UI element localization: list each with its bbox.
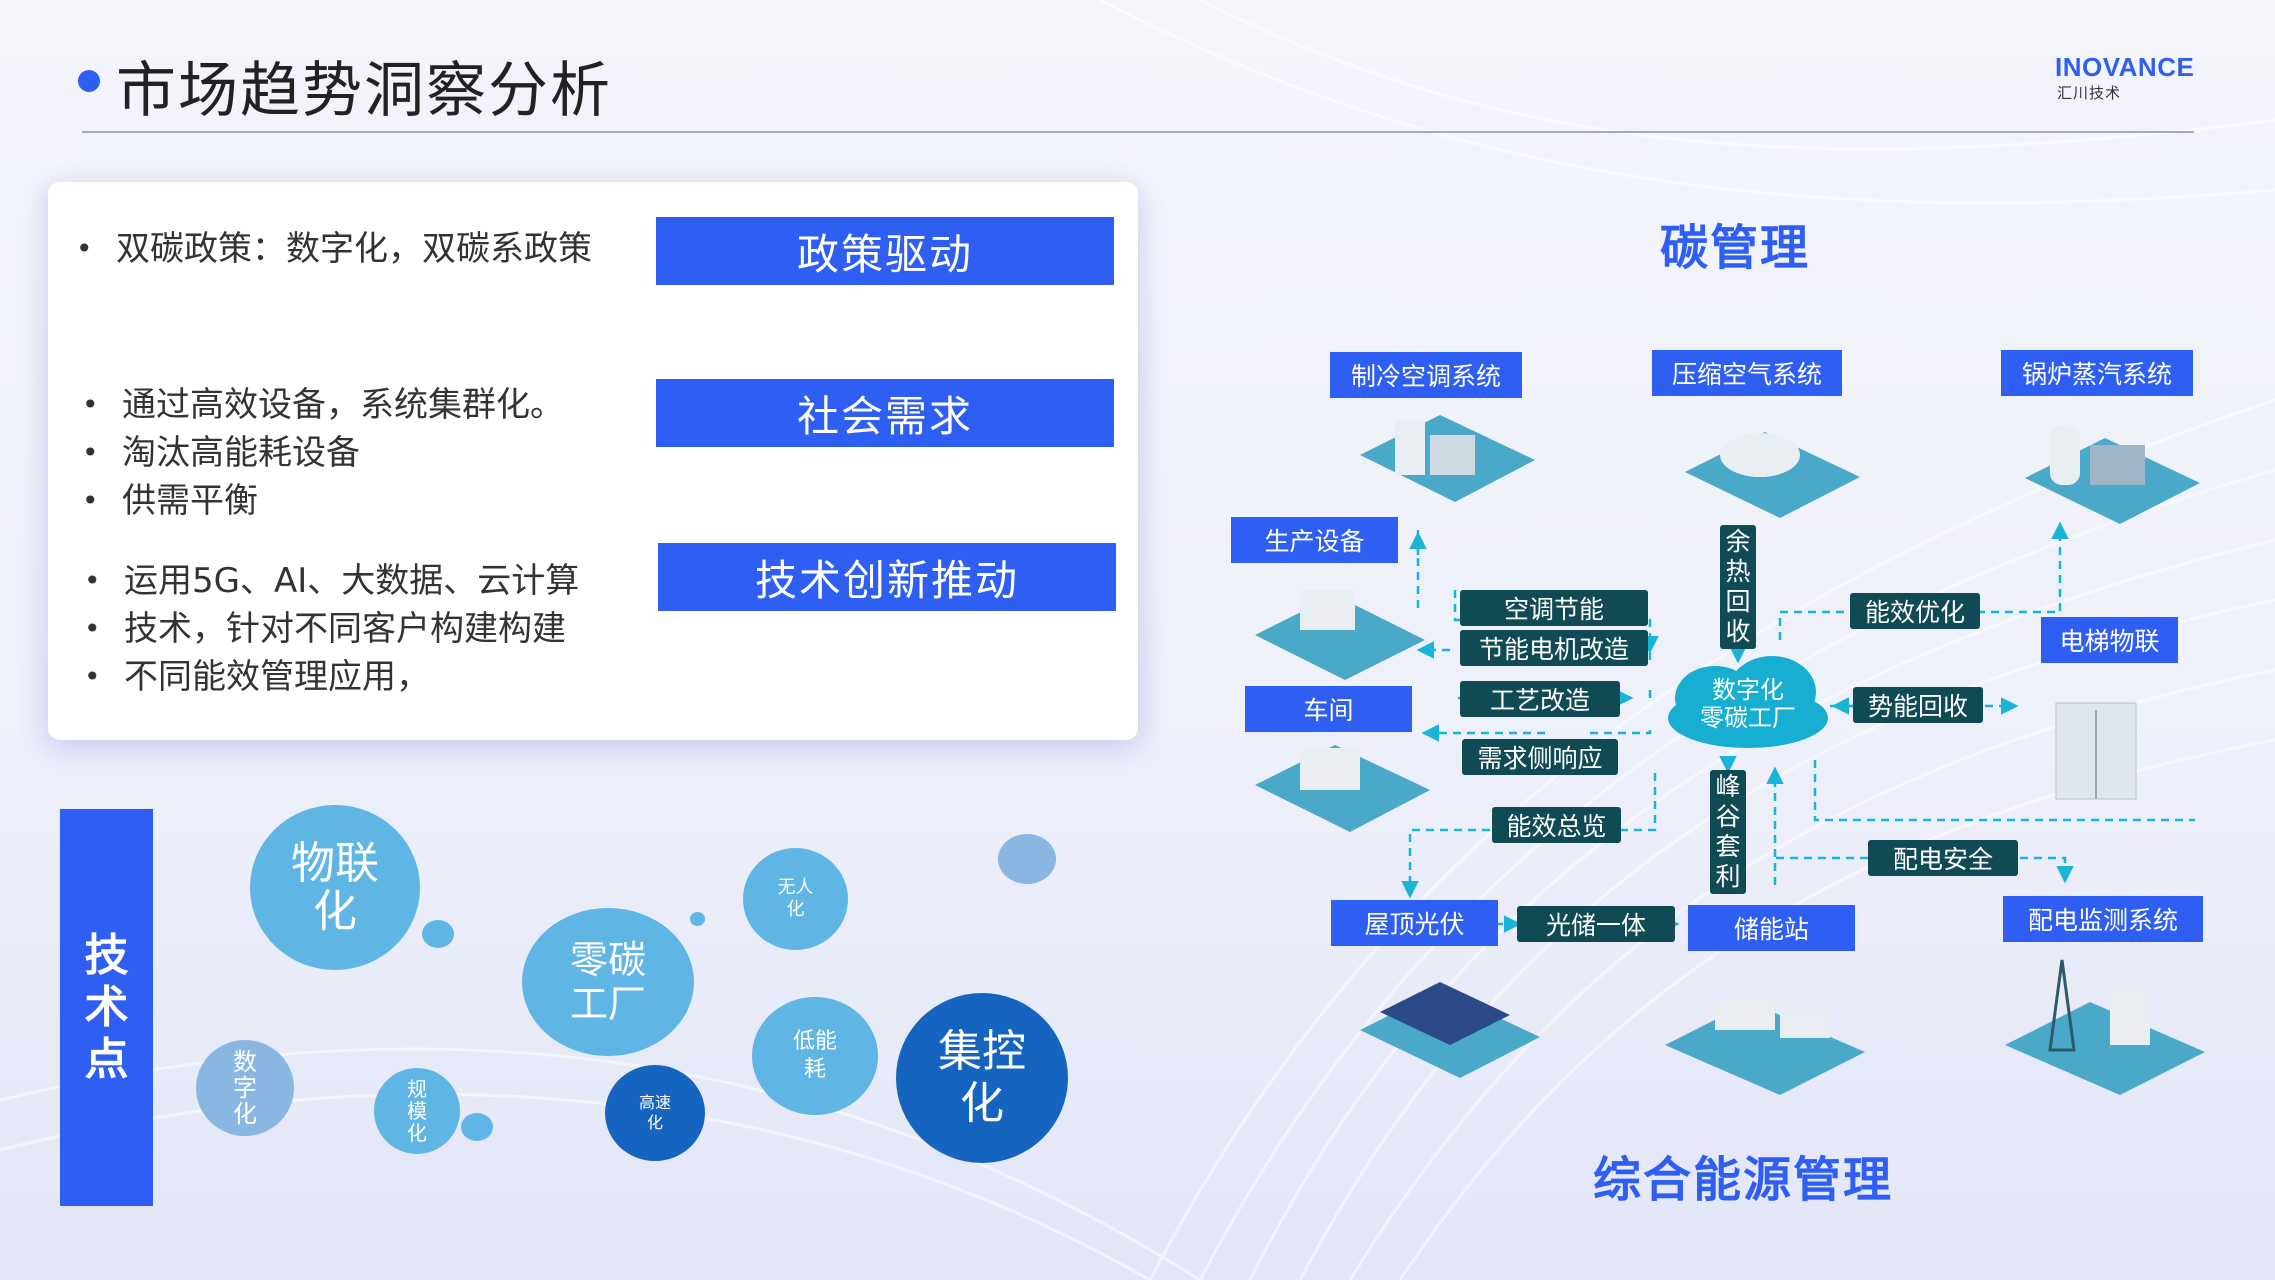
tech-bullet-line-2: 技术，针对不同客户构建构建: [84, 605, 566, 653]
system-storage-station: 储能站: [1688, 905, 1855, 951]
decor-dot-2: [422, 920, 454, 948]
func-motor-retrofit: 节能电机改造: [1460, 630, 1648, 666]
decor-dot-4: [461, 1113, 493, 1141]
social-bullet-1: 通过高效设备，系统集群化。: [82, 381, 564, 429]
title-bullet-dot: [78, 70, 100, 92]
header-divider: [82, 131, 2194, 133]
bubble-low-energy: 低能耗: [752, 997, 878, 1115]
driver-tech-innovation: 技术创新推动: [658, 543, 1116, 611]
integrated-energy-title: 综合能源管理: [1593, 1152, 1894, 1208]
social-bullet-3: 供需平衡: [82, 477, 258, 525]
decor-dot-3: [690, 912, 705, 926]
system-cooling: 制冷空调系统: [1330, 352, 1522, 398]
bubble-scale: 规模化: [374, 1068, 460, 1154]
func-pv-storage: 光储一体: [1517, 906, 1675, 942]
tech-bullet-line-3: 不同能效管理应用，: [84, 653, 430, 701]
brand-logo: INOVANCE: [2055, 52, 2195, 82]
social-bullet-2: 淘汰高能耗设备: [82, 429, 360, 477]
driver-social-demand: 社会需求: [656, 379, 1114, 447]
brand-logo-subtitle: 汇川技术: [2057, 84, 2122, 102]
func-efficiency-optimization: 能效优化: [1850, 593, 1980, 629]
decor-dot-1: [998, 834, 1056, 884]
system-workshop: 车间: [1245, 686, 1412, 732]
func-peak-valley-arbitrage: 峰 谷 套 利: [1710, 770, 1746, 894]
bubble-unmanned: 无人化: [743, 848, 848, 950]
func-demand-response: 需求侧响应: [1462, 739, 1618, 775]
system-rooftop-pv: 屋顶光伏: [1331, 900, 1498, 946]
system-distribution-monitor: 配电监测系统: [2003, 896, 2203, 942]
system-boiler: 锅炉蒸汽系统: [2001, 350, 2193, 396]
carbon-management-title: 碳管理: [1660, 220, 1811, 276]
system-compressed-air: 压缩空气系统: [1652, 350, 1842, 396]
bubble-iot: 物联化: [250, 805, 420, 970]
driver-policy: 政策驱动: [656, 217, 1114, 285]
system-elevator-iot: 电梯物联: [2041, 617, 2178, 663]
func-efficiency-overview: 能效总览: [1492, 807, 1621, 843]
tech-bullet-line-1: 运用5G、AI、大数据、云计算: [84, 557, 579, 605]
func-power-safety: 配电安全: [1868, 840, 2018, 876]
bubble-high-speed: 高速化: [605, 1065, 705, 1161]
policy-bullet: 双碳政策：数字化，双碳系政策: [76, 225, 592, 273]
func-process-retrofit: 工艺改造: [1460, 681, 1620, 717]
func-ac-saving: 空调节能: [1460, 590, 1648, 626]
func-waste-heat-recovery: 余 热 回 收: [1720, 525, 1756, 649]
func-potential-recovery: 势能回收: [1853, 687, 1983, 723]
tech-points-label: 技 术 点: [60, 809, 153, 1206]
page-title: 市场趋势洞察分析: [116, 56, 612, 126]
center-digital-zero-carbon-factory: 数字化 零碳工厂: [1700, 676, 1796, 732]
bubble-digital: 数字化: [196, 1040, 294, 1136]
system-production: 生产设备: [1231, 517, 1398, 563]
bubble-centralized-control: 集控化: [896, 993, 1068, 1163]
bubble-zero-carbon-factory: 零碳工厂: [522, 908, 694, 1056]
